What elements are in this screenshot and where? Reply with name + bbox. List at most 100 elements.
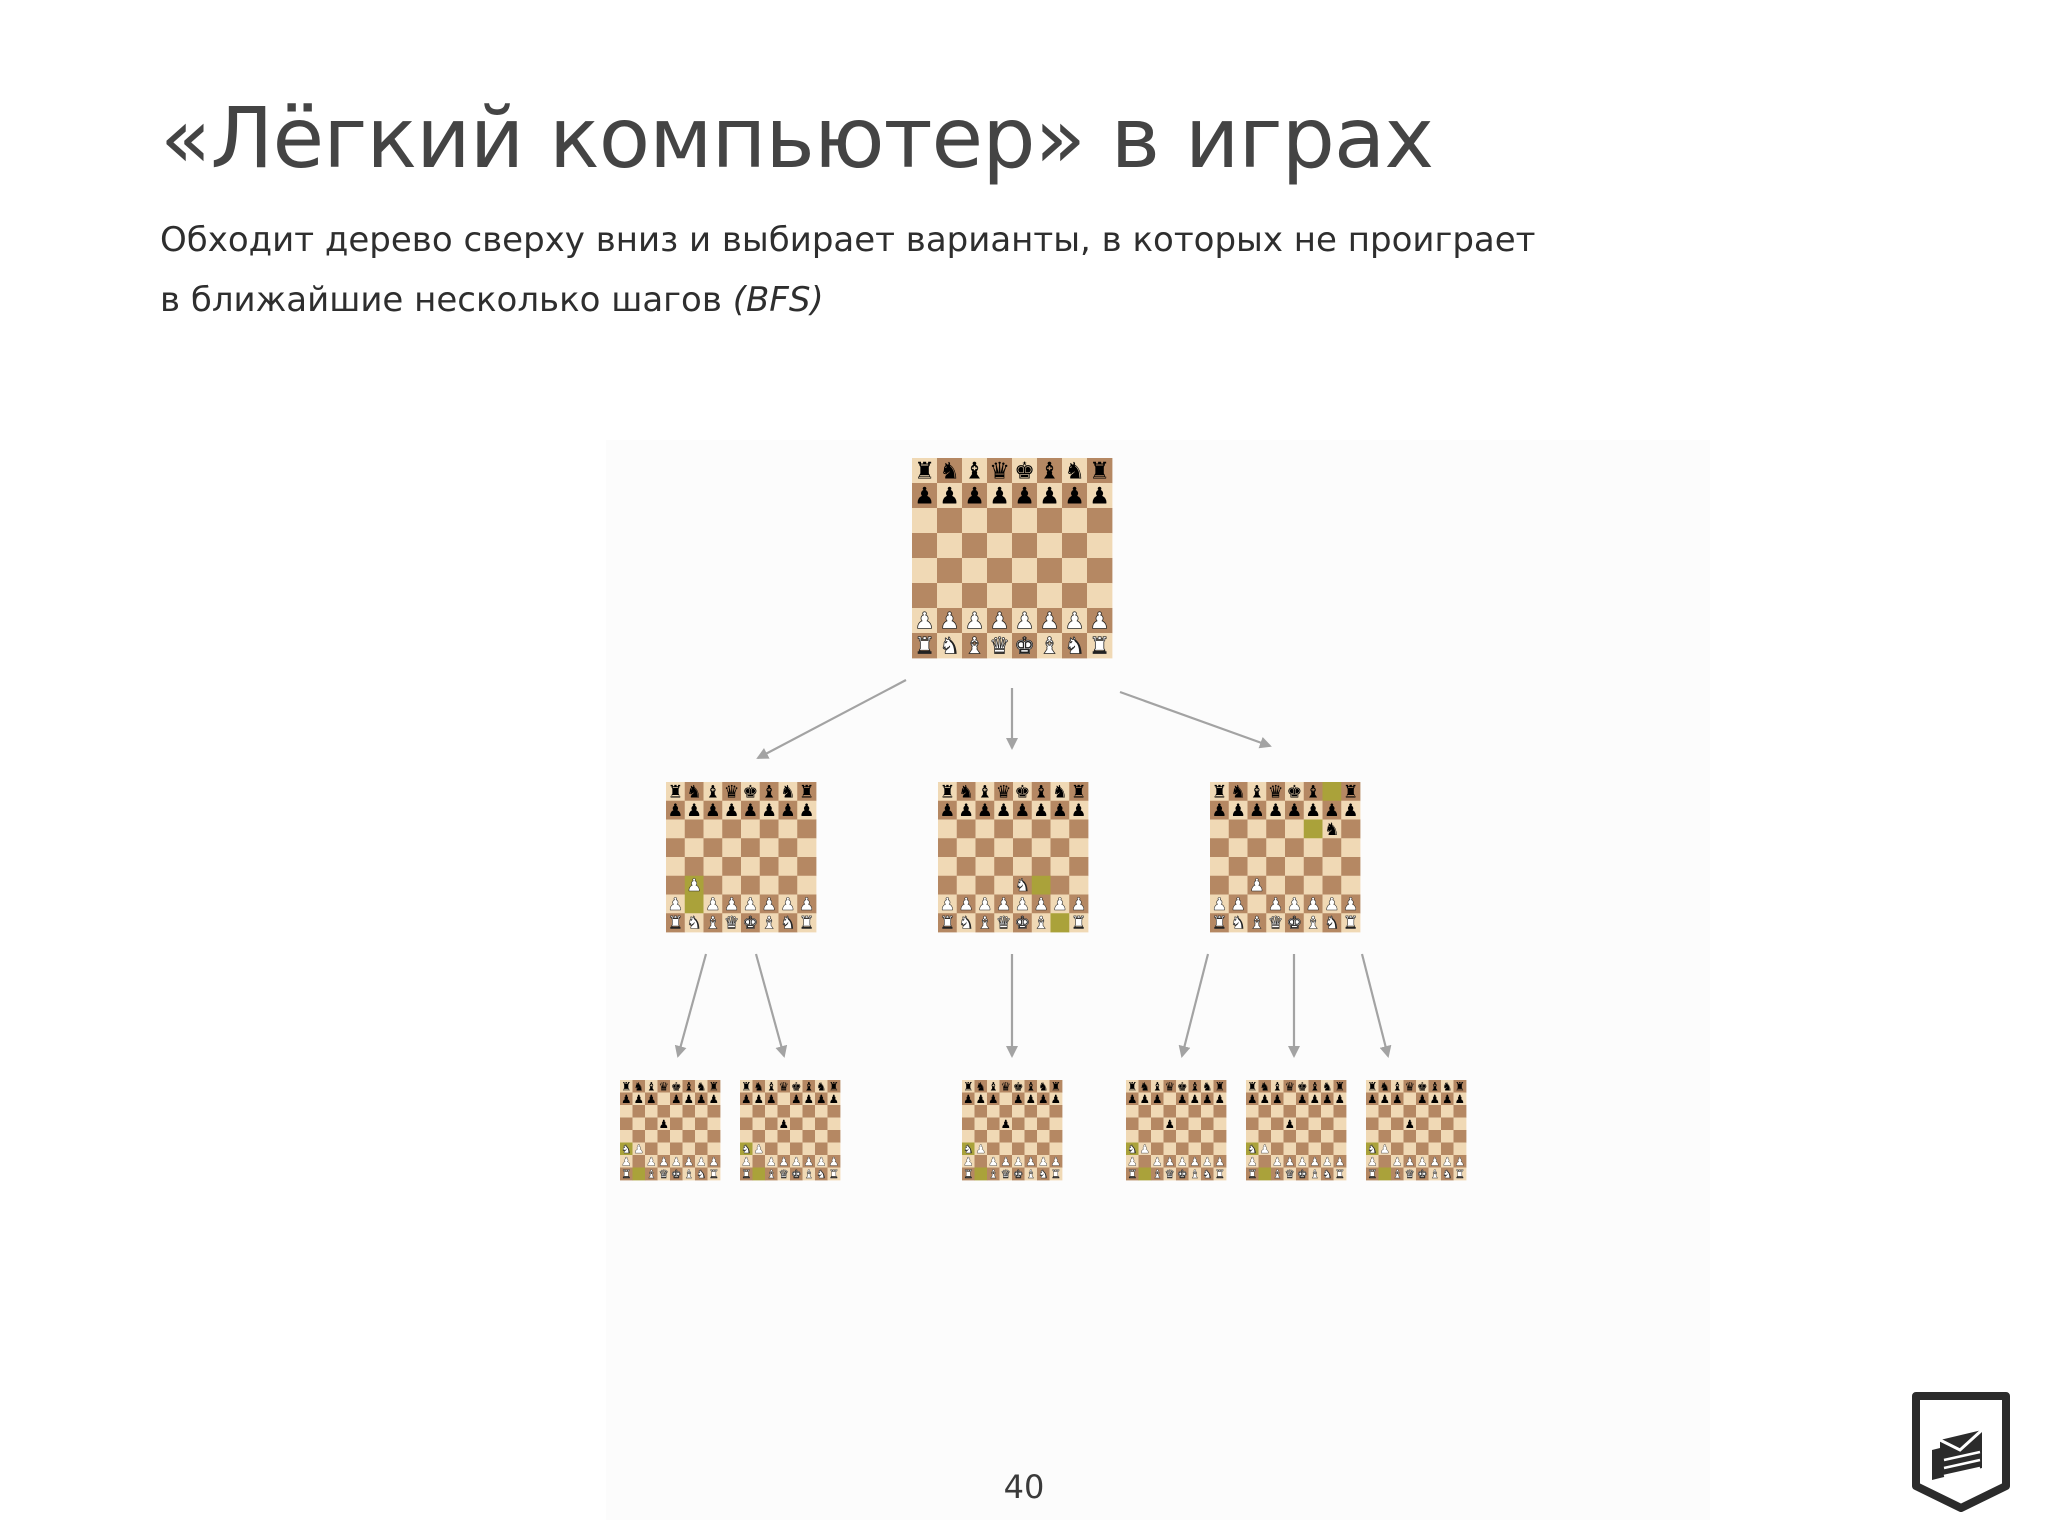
white-chess-piece: ♜ — [1215, 1167, 1225, 1181]
black-chess-piece: ♟ — [1215, 1092, 1225, 1106]
board-square — [1247, 913, 1267, 933]
white-chess-piece: ♞ — [816, 1167, 826, 1181]
board-square — [1012, 1167, 1025, 1181]
black-chess-piece: ♟ — [1152, 1092, 1162, 1106]
black-chess-piece: ♟ — [1026, 1092, 1036, 1106]
black-chess-piece: ♞ — [976, 1079, 986, 1093]
board-square — [790, 1105, 803, 1118]
board-square — [802, 1155, 816, 1168]
board-square — [752, 1167, 766, 1181]
subtitle-line-1: Обходит дерево сверху вниз и выбирает ва… — [160, 220, 1536, 260]
board-square — [994, 782, 1014, 802]
board-square — [1322, 913, 1342, 933]
black-chess-piece: ♟ — [686, 801, 702, 821]
white-chess-piece: ♟ — [829, 1154, 839, 1168]
board-square — [1341, 875, 1361, 895]
white-chess-piece: ♟ — [1310, 1154, 1320, 1168]
board-square — [1126, 1130, 1139, 1143]
board-square — [1453, 1142, 1467, 1156]
board-square — [962, 1130, 975, 1143]
board-square — [682, 1117, 696, 1131]
black-chess-piece: ♟ — [1230, 801, 1246, 821]
board-square — [912, 458, 938, 484]
board-square — [1246, 1142, 1259, 1156]
black-chess-piece: ♟ — [989, 484, 1010, 510]
white-chess-piece: ♞ — [1367, 1142, 1377, 1156]
board-square — [1321, 1080, 1334, 1093]
board-square — [1428, 1130, 1442, 1143]
board-square — [974, 1105, 988, 1118]
board-square — [657, 1130, 671, 1143]
white-chess-piece: ♚ — [1417, 1167, 1427, 1181]
black-chess-piece: ♟ — [705, 801, 721, 821]
board-square — [1201, 1105, 1214, 1118]
board-square — [1031, 913, 1051, 933]
white-chess-piece: ♟ — [1051, 1154, 1061, 1168]
board-square — [1050, 819, 1070, 839]
board-square — [703, 819, 723, 839]
board-square — [1378, 1105, 1392, 1118]
board-square — [1378, 1080, 1392, 1093]
board-square — [1366, 1130, 1379, 1143]
board-square — [1188, 1142, 1202, 1156]
slide-title: «Лёгкий компьютер» в играх — [160, 89, 1434, 187]
board-square — [999, 1130, 1013, 1143]
black-chess-piece: ♟ — [1247, 1092, 1257, 1106]
tree-edge-arrow — [756, 679, 907, 759]
board-square — [1258, 1105, 1272, 1118]
white-chess-piece: ♟ — [634, 1142, 644, 1156]
white-chess-piece: ♟ — [1343, 895, 1359, 915]
board-square — [1176, 1080, 1189, 1093]
black-chess-piece: ♜ — [1212, 782, 1228, 802]
board-square — [1266, 913, 1286, 933]
board-square — [1163, 1130, 1177, 1143]
board-square — [740, 1130, 753, 1143]
board-square — [740, 1155, 753, 1168]
black-chess-piece: ♚ — [1015, 782, 1031, 802]
board-square — [797, 894, 817, 914]
board-square — [1271, 1092, 1284, 1106]
black-chess-piece: ♜ — [799, 782, 815, 802]
board-square — [1271, 1142, 1284, 1156]
board-square — [1013, 819, 1033, 839]
white-chess-piece: ♟ — [766, 1154, 776, 1168]
board-square — [703, 857, 723, 877]
board-square — [695, 1080, 708, 1093]
board-square — [1031, 838, 1051, 858]
board-square — [1378, 1130, 1392, 1143]
black-chess-piece: ♟ — [1140, 1092, 1150, 1106]
board-square — [703, 838, 723, 858]
board-square — [1428, 1080, 1442, 1093]
black-chess-piece: ♛ — [1165, 1079, 1175, 1093]
board-square — [759, 782, 779, 802]
board-square — [632, 1130, 646, 1143]
board-square — [1428, 1142, 1442, 1156]
move-board-level-2: ♜♞♝♛♚♝♞♜♟♟♟♟♟♟♟♟♞♟♟♟♟♟♟♟♟♜♝♛♚♝♞♜ — [740, 1079, 841, 1181]
board-square — [1303, 800, 1323, 820]
black-chess-piece: ♟ — [791, 1092, 801, 1106]
board-square — [670, 1117, 683, 1131]
board-square — [684, 838, 704, 858]
white-chess-piece: ♝ — [705, 914, 721, 934]
board-square — [1012, 558, 1038, 584]
black-chess-piece: ♟ — [761, 801, 777, 821]
board-square — [1012, 633, 1038, 659]
board-square — [741, 913, 761, 933]
board-square — [1024, 1080, 1038, 1093]
black-chess-piece: ♜ — [940, 782, 956, 802]
board-square — [1453, 1167, 1467, 1181]
board-square — [790, 1142, 803, 1156]
board-square — [994, 838, 1014, 858]
tree-edge-arrow — [1360, 953, 1392, 1058]
board-square — [1037, 458, 1063, 484]
black-chess-piece: ♝ — [684, 1079, 694, 1093]
white-chess-piece: ♞ — [1202, 1167, 1212, 1181]
board-square — [1453, 1080, 1467, 1093]
tree-edge-arrow — [1119, 690, 1272, 749]
board-square — [1228, 894, 1248, 914]
board-square — [1341, 857, 1361, 877]
black-chess-piece: ♝ — [1249, 782, 1265, 802]
board-square — [765, 1142, 778, 1156]
subtitle-bfs-label: (BFS) — [732, 280, 824, 320]
board-square — [707, 1155, 721, 1168]
